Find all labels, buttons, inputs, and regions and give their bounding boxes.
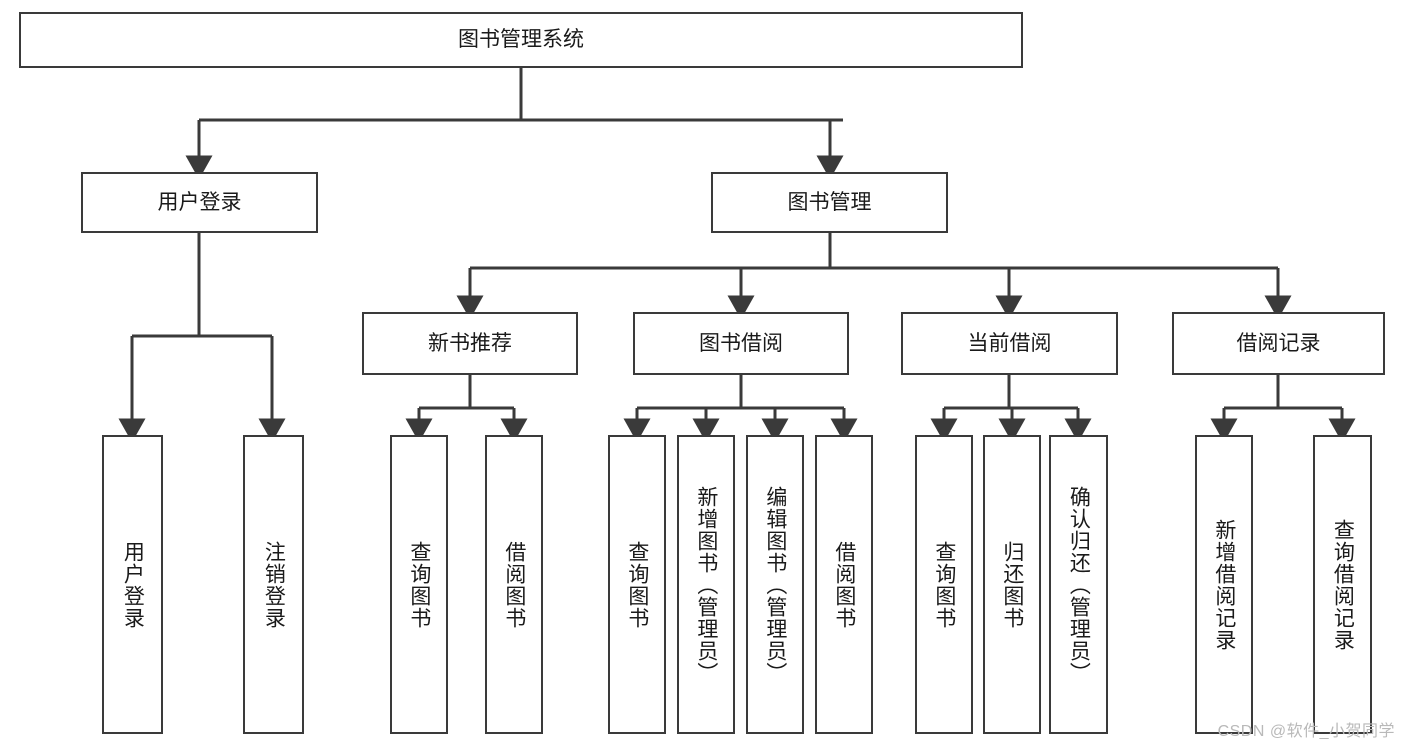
node-new-book-recommend-label: 新书推荐: [428, 331, 512, 355]
leaf-edit-book[interactable]: 编辑图书（管理员）: [746, 435, 804, 734]
leaf-query-record[interactable]: 查询借阅记录: [1313, 435, 1372, 734]
leaf-query-book-1-label: 查询图书: [407, 540, 431, 629]
leaf-logout-label: 注销登录: [262, 540, 286, 629]
leaf-borrow-book-2-label: 借阅图书: [832, 540, 856, 629]
node-book-manage-label: 图书管理: [787, 190, 872, 214]
node-book-borrow-label: 图书借阅: [699, 331, 783, 355]
leaf-user-login[interactable]: 用户登录: [102, 435, 163, 734]
leaf-borrow-book-2[interactable]: 借阅图书: [815, 435, 873, 734]
leaf-query-book-3[interactable]: 查询图书: [915, 435, 973, 734]
leaf-edit-book-label: 编辑图书（管理员）: [763, 485, 787, 684]
node-book-manage[interactable]: 图书管理: [711, 172, 948, 233]
node-root-label: 图书管理系统: [458, 28, 584, 52]
node-user-login[interactable]: 用户登录: [81, 172, 318, 233]
node-root[interactable]: 图书管理系统: [19, 12, 1023, 68]
leaf-add-record-label: 新增借阅记录: [1212, 518, 1236, 651]
node-borrow-record-label: 借阅记录: [1236, 331, 1321, 355]
leaf-query-book-1[interactable]: 查询图书: [390, 435, 448, 734]
leaf-add-record[interactable]: 新增借阅记录: [1195, 435, 1253, 734]
leaf-confirm-return[interactable]: 确认归还（管理员）: [1049, 435, 1108, 734]
node-user-login-label: 用户登录: [157, 190, 242, 214]
leaf-query-book-3-label: 查询图书: [932, 540, 956, 629]
node-new-book-recommend[interactable]: 新书推荐: [362, 312, 578, 375]
leaf-user-login-label: 用户登录: [121, 540, 145, 629]
leaf-confirm-return-label: 确认归还（管理员）: [1067, 485, 1091, 684]
node-book-borrow[interactable]: 图书借阅: [633, 312, 849, 375]
node-current-borrow[interactable]: 当前借阅: [901, 312, 1118, 375]
leaf-add-book-label: 新增图书（管理员）: [694, 485, 718, 684]
leaf-query-record-label: 查询借阅记录: [1331, 518, 1355, 651]
leaf-return-book-label: 归还图书: [1000, 540, 1024, 629]
leaf-query-book-2-label: 查询图书: [625, 540, 649, 629]
leaf-borrow-book-1-label: 借阅图书: [502, 540, 526, 629]
leaf-query-book-2[interactable]: 查询图书: [608, 435, 666, 734]
node-current-borrow-label: 当前借阅: [967, 331, 1052, 355]
leaf-add-book[interactable]: 新增图书（管理员）: [677, 435, 735, 734]
leaf-logout[interactable]: 注销登录: [243, 435, 304, 734]
leaf-borrow-book-1[interactable]: 借阅图书: [485, 435, 543, 734]
node-borrow-record[interactable]: 借阅记录: [1172, 312, 1385, 375]
watermark: CSDN @软件_小贺同学: [1217, 723, 1395, 740]
leaf-return-book[interactable]: 归还图书: [983, 435, 1041, 734]
